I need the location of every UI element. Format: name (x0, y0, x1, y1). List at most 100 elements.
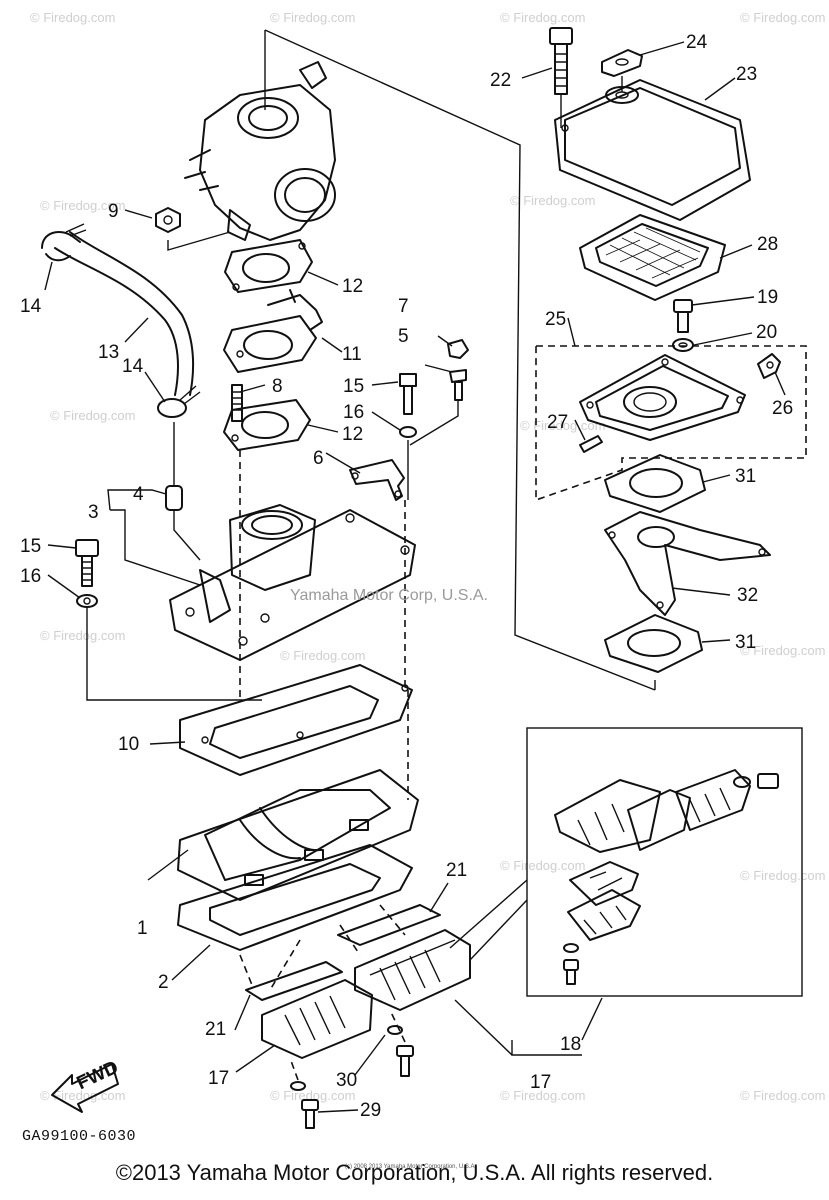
washer-30-left (289, 1057, 306, 1091)
clamp-14-lower (157, 385, 201, 418)
gasket-31-upper (604, 454, 706, 513)
svg-text:© Firedog.com: © Firedog.com (270, 10, 355, 25)
bolt-15-left (75, 539, 262, 701)
svg-text:© Firedog.com: © Firedog.com (520, 418, 605, 433)
callout-12-lower: 12 (342, 424, 363, 445)
callout-3: 3 (88, 502, 99, 523)
diagram-code: GA99100-6030 (22, 1128, 136, 1145)
callout-32: 32 (737, 585, 758, 606)
svg-text:© Firedog.com: © Firedog.com (50, 408, 135, 423)
reed-gasket-21-left (245, 961, 343, 1001)
callout-4: 4 (133, 484, 144, 505)
callout-15-left: 15 (20, 536, 41, 557)
callout-30: 30 (336, 1070, 357, 1091)
screw-29-left (301, 1099, 319, 1129)
callout-17-left: 17 (208, 1068, 229, 1089)
spacer-11 (223, 289, 323, 373)
callout-11: 11 (342, 344, 362, 365)
svg-text:© Firedog.com: © Firedog.com (500, 1088, 585, 1103)
callout-2: 2 (158, 972, 169, 993)
callout-12-upper: 12 (342, 276, 363, 297)
center-watermark: Yamaha Motor Corp, U.S.A. (290, 587, 488, 604)
fwd-arrow: FWD (51, 1057, 122, 1113)
bracket-6 (349, 459, 405, 501)
svg-text:© Firedog.com: © Firedog.com (30, 10, 115, 25)
callout-18: 18 (560, 1034, 581, 1055)
reed-valve-17-right (354, 929, 471, 1011)
bolt-27 (579, 435, 603, 453)
callout-15-right: 15 (343, 376, 364, 397)
callout-28: 28 (757, 234, 778, 255)
dashed-leaders (239, 450, 409, 991)
svg-text:© Firedog.com: © Firedog.com (740, 10, 825, 25)
screw-29-right (389, 1009, 414, 1077)
carburetor (184, 61, 336, 241)
cap-7 (447, 339, 469, 359)
reed-valve-17-left (261, 979, 373, 1059)
callout-13: 13 (98, 342, 119, 363)
callout-26: 26 (772, 398, 793, 419)
callout-16-right: 16 (343, 402, 364, 423)
washer-30-right (387, 1025, 403, 1035)
svg-text:© Firedog.com: © Firedog.com (270, 1088, 355, 1103)
callout-10: 10 (118, 734, 139, 755)
grommet-24 (601, 49, 643, 92)
svg-text:© Firedog.com: © Firedog.com (510, 193, 595, 208)
leader-lines (44, 41, 786, 1113)
copyright-footer: ©2013 Yamaha Motor Corporation, U.S.A. A… (115, 1160, 714, 1185)
callout-22: 22 (490, 70, 511, 91)
fitting-26 (757, 353, 781, 379)
bolt-19 (673, 299, 693, 333)
housing-1 (177, 769, 419, 901)
callout-27: 27 (547, 412, 568, 433)
reed-gasket-21-right (337, 904, 441, 946)
detail-box-18 (449, 727, 803, 997)
pipe-4 (165, 422, 201, 561)
svg-text:© Firedog.com: © Firedog.com (40, 628, 125, 643)
callout-29: 29 (360, 1100, 381, 1121)
callout-23: 23 (736, 64, 757, 85)
gasket-31-lower (604, 614, 703, 673)
svg-text:© Firedog.com: © Firedog.com (500, 858, 585, 873)
gasket-10 (179, 664, 413, 776)
silencer-case-25 (535, 345, 807, 502)
gasket-12-lower (223, 399, 311, 451)
callout-21-left: 21 (205, 1019, 226, 1040)
callout-31-lower: 31 (735, 632, 756, 653)
bolt-22 (549, 27, 573, 128)
bracket-32 (604, 511, 771, 616)
callout-7: 7 (398, 296, 409, 317)
gasket-2 (177, 844, 413, 951)
callout-25: 25 (545, 309, 566, 330)
svg-text:© Firedog.com: © Firedog.com (740, 1088, 825, 1103)
callout-labels: 1 2 3 4 5 6 7 8 9 10 11 12 12 13 14 14 1… (20, 32, 793, 1121)
stud-8 (231, 384, 243, 422)
assembly-outline (264, 29, 656, 691)
callout-5: 5 (398, 326, 409, 347)
silencer-cover-23 (554, 79, 751, 221)
callout-20: 20 (756, 322, 777, 343)
callout-14-upper: 14 (20, 296, 42, 317)
svg-text:© Firedog.com: © Firedog.com (40, 198, 125, 213)
manifold-3 (169, 504, 416, 661)
callout-17-right: 17 (530, 1072, 551, 1093)
fitting-5 (409, 369, 467, 446)
svg-text:© Firedog.com: © Firedog.com (740, 868, 825, 883)
callout-19: 19 (757, 287, 778, 308)
callout-21-right: 21 (446, 860, 467, 881)
callout-16-left: 16 (20, 566, 41, 587)
clamp-14-upper (41, 223, 87, 262)
svg-text:© Firedog.com: © Firedog.com (280, 648, 365, 663)
bolt-15-right (399, 373, 417, 500)
detail-reed-valve (554, 769, 779, 985)
callout-6: 6 (313, 448, 324, 469)
callout-24: 24 (686, 32, 708, 53)
svg-text:© Firedog.com: © Firedog.com (740, 643, 825, 658)
callout-1: 1 (137, 918, 148, 939)
washer-20 (672, 338, 694, 352)
element-28 (579, 214, 726, 301)
callout-9: 9 (108, 201, 119, 222)
callout-31-upper: 31 (735, 466, 756, 487)
callout-14-lower: 14 (122, 356, 144, 377)
